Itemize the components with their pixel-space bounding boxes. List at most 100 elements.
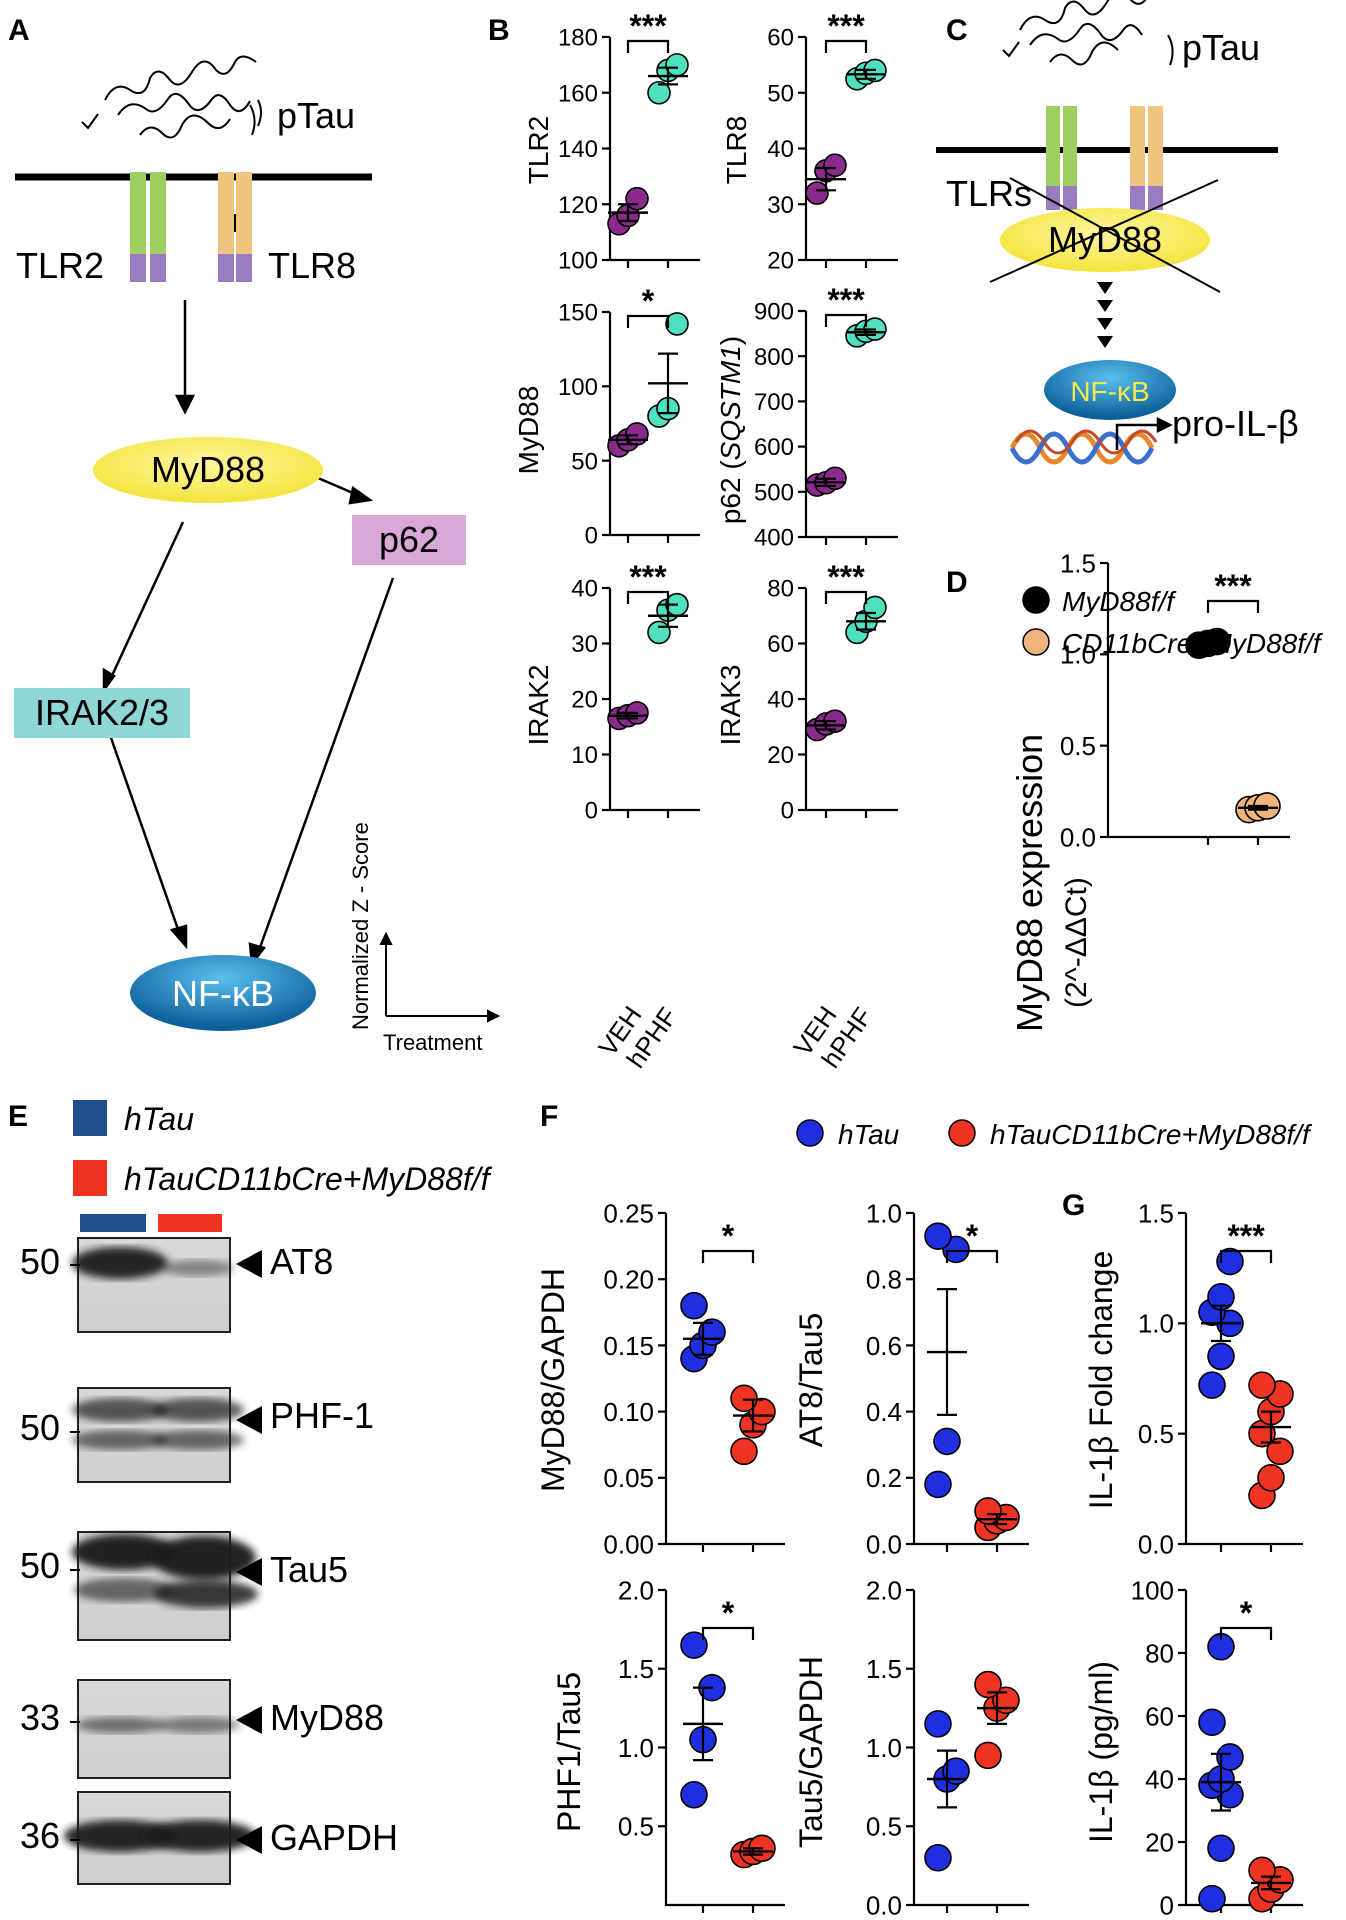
y-tick-label: 80 <box>1145 1638 1174 1668</box>
y-tick-label: 180 <box>558 25 598 52</box>
chart-d: 0.00.51.01.5*** <box>1060 548 1290 852</box>
panel-label-b: B <box>488 14 510 47</box>
panel-label-a: A <box>8 14 30 47</box>
significance-stars: *** <box>827 282 865 318</box>
y-tick-label: 2.0 <box>618 1575 654 1605</box>
data-point <box>933 1427 961 1456</box>
data-point <box>974 1670 1002 1699</box>
significance-stars: *** <box>827 8 865 44</box>
panel-label-d: D <box>946 566 968 599</box>
data-point <box>1266 1437 1294 1466</box>
y-tick-label: 0.5 <box>1138 1419 1174 1449</box>
y-tick-label: 0 <box>585 523 598 550</box>
y-tick-label: 10 <box>571 742 598 769</box>
data-point <box>1216 1743 1244 1771</box>
blot-band <box>144 1820 256 1852</box>
transcription-arrow-icon <box>1115 416 1173 450</box>
tlr8-label: TLR8 <box>268 245 356 286</box>
y-tick-label: 800 <box>754 344 794 371</box>
y-axis-label: IRAK3 <box>715 665 746 746</box>
significance-bracket <box>1219 1626 1273 1640</box>
y-tick-label: 1.0 <box>618 1733 654 1763</box>
data-point <box>974 1741 1002 1770</box>
data-point <box>924 1470 952 1499</box>
y-tick-label: 0.25 <box>603 1198 654 1228</box>
y-axis-label: TLR8 <box>721 116 752 184</box>
blot-myd88 <box>70 1679 262 1779</box>
blot-band <box>74 1578 174 1602</box>
lane-bar-htau <box>80 1214 146 1232</box>
blot-label-0: AT8 <box>270 1241 333 1282</box>
blot-label-2: Tau5 <box>270 1549 348 1590</box>
y-tick-label: 0.5 <box>618 1812 654 1842</box>
blot-band <box>72 1398 168 1422</box>
data-point <box>665 312 689 336</box>
y-axis-label: IL-1β (pg/ml) <box>1083 1661 1119 1843</box>
significance-bracket <box>824 590 868 604</box>
y-axis-label: TLR2 <box>523 116 554 184</box>
significance-bracket <box>626 39 670 53</box>
blot-mw-2: 50 <box>20 1545 60 1586</box>
band-pointer-icon <box>236 1826 262 1854</box>
tlrs-label: TLRs <box>946 173 1032 214</box>
data-point <box>1248 1371 1276 1399</box>
y-tick-label: 60 <box>1145 1701 1174 1731</box>
blot-mw-1: 50 <box>20 1407 60 1448</box>
y-axis-label: AT8/Tau5 <box>793 1313 829 1448</box>
band-pointer-icon <box>236 1406 262 1434</box>
y-tick-label: 0.0 <box>866 1890 902 1920</box>
legend-e-ko: hTauCD11bCre+MyD88f/f <box>124 1161 493 1197</box>
data-point <box>1207 1342 1235 1371</box>
blot-band <box>64 1820 176 1852</box>
legend-box-htau <box>73 1100 107 1136</box>
significance-stars: * <box>1240 1595 1253 1631</box>
y-tick-label: 120 <box>558 192 598 219</box>
data-point <box>1216 1247 1244 1276</box>
y-tick-label: 50 <box>767 80 794 107</box>
data-point <box>924 1222 952 1250</box>
chart-g-fold: 0.00.51.01.5IL-1β Fold change*** <box>1083 1198 1303 1559</box>
y-tick-label: 100 <box>558 248 598 275</box>
blot-band <box>154 1580 258 1608</box>
data-point <box>1198 1708 1226 1737</box>
significance-bracket <box>626 314 670 328</box>
y-tick-label: 500 <box>754 479 794 506</box>
data-point <box>730 1384 758 1413</box>
blot-gapdh <box>64 1791 262 1885</box>
panel-label-c: C <box>946 14 968 47</box>
ptau-squiggle-icon <box>81 55 262 139</box>
y-tick-label: 1.5 <box>1138 1198 1174 1228</box>
legend-marker-myd88ff <box>1022 586 1050 614</box>
irak-node <box>14 688 190 738</box>
blot-band <box>76 1717 164 1733</box>
irak-label: IRAK2/3 <box>35 692 169 733</box>
significance-bracket <box>626 590 670 604</box>
band-pointer-icon <box>236 1558 262 1586</box>
y-tick-label: 600 <box>754 434 794 461</box>
blot-band <box>152 1398 244 1422</box>
blot-label-1: PHF-1 <box>270 1395 374 1436</box>
dna-helix-icon <box>1009 429 1158 465</box>
panel-label-g: G <box>1062 1189 1085 1222</box>
y-tick-label: 1.0 <box>1060 640 1096 670</box>
y-tick-label: 0.0 <box>866 1529 902 1559</box>
legend-label-myd88ff: MyD88f/f <box>1062 586 1177 617</box>
ptau-squiggle-icon-c <box>1002 0 1174 66</box>
panel-b-xlabels: VEH hPHF VEH hPHF <box>592 1000 878 1073</box>
myd88-label-c: MyD88 <box>1048 219 1162 260</box>
blot-band <box>72 1430 168 1450</box>
panel-a: A pTau TLR2 TLR8 <box>8 14 501 1055</box>
y-tick-label: 50 <box>571 448 598 475</box>
data-point <box>1198 1371 1226 1399</box>
significance-stars: * <box>722 1595 735 1631</box>
data-point <box>924 1843 952 1872</box>
nfkb-label-a: NF-κB <box>172 973 274 1014</box>
